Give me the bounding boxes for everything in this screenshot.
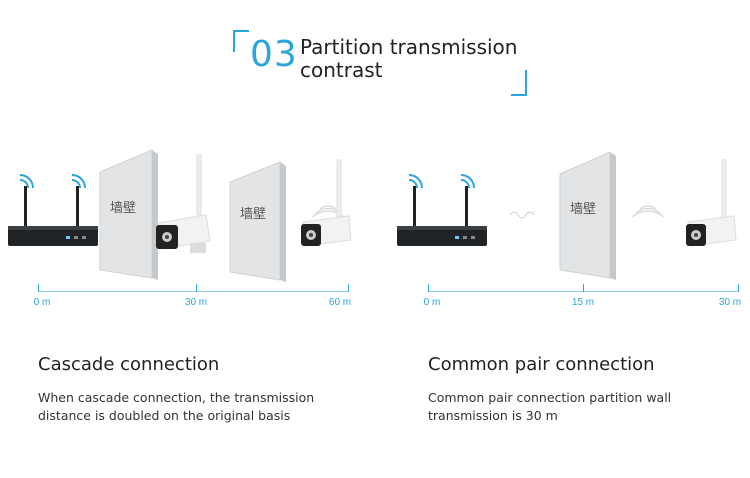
wifi-icon [408,174,475,189]
page-title-line1: Partition transmission [300,35,518,59]
wall-panel-left-1 [99,149,158,280]
distance-scale-left [38,291,348,292]
scale-tick [348,284,349,292]
common-pair-connection-title: Common pair connection [428,354,655,375]
cascade-connection-title: Cascade connection [38,354,220,375]
header-corner-bracket-bottom-right [511,70,527,96]
scale-tick [583,284,584,292]
scale-tick [196,284,197,292]
description-line: Common pair connection partition wall [428,390,672,405]
camera-left-2 [301,159,352,247]
scale-tick [38,284,39,292]
camera-right [686,159,737,247]
header-corner-bracket-top-left [233,30,249,52]
page-title-line2: contrast [300,58,383,82]
scale-tick [428,284,429,292]
nvr-recorder-left [8,174,98,246]
scale-label-60m: 60 m [328,297,352,308]
section-number: 03 [250,34,298,75]
signal-waves-right [509,205,665,219]
wall-panel-right [559,151,616,280]
wall-label-3: 墙壁 [570,201,597,216]
page-title: Partition transmission contrast [300,36,540,82]
wall-label: 墙壁 [110,200,137,215]
wifi-icon [19,174,86,189]
scale-tick [738,284,739,292]
cascade-connection-description: When cascade connection, the transmissio… [38,389,338,425]
scale-label-15m: 15 m [571,297,595,308]
scale-label-0m: 0 m [33,297,51,308]
common-pair-connection-description: Common pair connection partition wall tr… [428,389,728,425]
description-line: distance is doubled on the original basi… [38,408,291,423]
scale-label-0m: 0 m [423,297,441,308]
wall-panel-left-2 [229,161,286,282]
camera-left-1 [156,154,211,253]
scale-label-30m: 30 m [184,297,208,308]
wall-label-2: 墙壁 [240,206,267,221]
description-line: transmission is 30 m [428,408,558,423]
description-line: When cascade connection, the transmissio… [38,390,315,405]
scale-label-30m: 30 m [718,297,742,308]
nvr-recorder-right [397,174,487,246]
